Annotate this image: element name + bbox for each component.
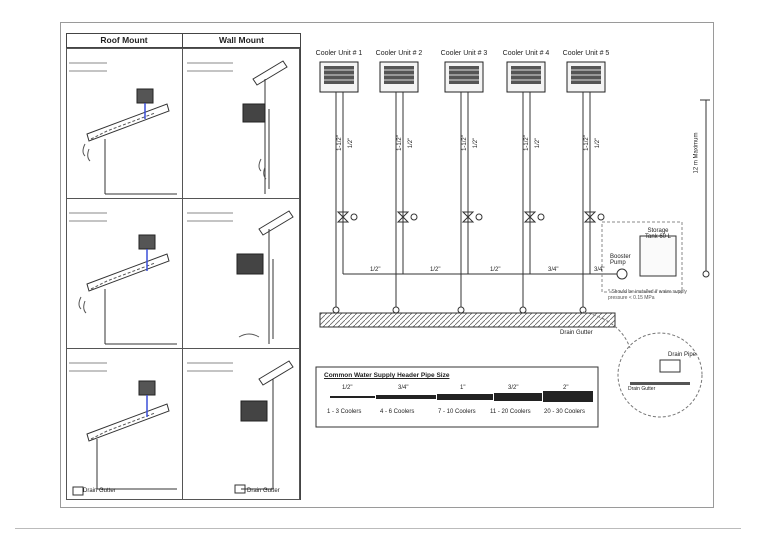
- cooler-label-3: Cooler Unit # 3: [440, 50, 488, 57]
- wall-mount-title: Wall Mount: [182, 33, 300, 48]
- drain-pipe-icon: [659, 359, 681, 373]
- table-range-5: 20 - 30 Coolers: [544, 409, 586, 415]
- roof-mount-detail-3: Drain Gutter: [66, 348, 183, 500]
- roof-mount-drawing-1: [69, 62, 177, 195]
- riser-label-a: 1-1/2": [336, 135, 343, 151]
- roof-mount-drawing-2: [69, 212, 177, 345]
- riser-label-b: 1/2": [595, 137, 602, 149]
- pipe-size-table-title: Common Water Supply Header Pipe Size: [324, 372, 450, 379]
- detail-drain-pipe-label: Drain Pipe: [668, 352, 697, 358]
- riser-pipes: [335, 92, 591, 310]
- drain-gutter-label-roof: Drain Gutter: [83, 488, 116, 494]
- cooler-label-1: Cooler Unit # 1: [315, 50, 363, 57]
- header-seg-2: 1/2": [430, 267, 441, 273]
- riser-label-a: 1-1/2": [523, 135, 530, 151]
- table-size-2: 3/4": [398, 385, 409, 391]
- cooler-unit-2-icon: [379, 61, 419, 93]
- table-range-1: 1 - 3 Coolers: [327, 409, 362, 415]
- table-size-5: 2": [563, 385, 569, 391]
- cooler-unit-1-icon: [319, 61, 359, 93]
- header-seg-4: 3/4": [548, 267, 559, 273]
- wall-mount-drawing-2: [187, 210, 294, 344]
- header-seg-3: 1/2": [490, 267, 501, 273]
- roof-mount-drawing-3: [69, 362, 177, 496]
- table-range-2: 4 - 6 Coolers: [380, 409, 415, 415]
- table-size-3: 1": [460, 385, 466, 391]
- wall-mount-detail-3: Drain Gutter: [182, 348, 300, 500]
- booster-pump-label: Booster Pump: [610, 254, 631, 266]
- roof-mount-detail-2: [66, 198, 183, 350]
- riser-label-b: 1/2": [535, 137, 542, 149]
- max-height-label: 12 m Maximum: [693, 132, 700, 174]
- cooler-label-2: Cooler Unit # 2: [375, 50, 423, 57]
- cooler-unit-3-icon: [444, 61, 484, 93]
- wall-mount-detail-2: [182, 198, 300, 350]
- storage-tank-icon: [639, 235, 677, 277]
- cooler-unit-4-icon: [506, 61, 546, 93]
- cooler-unit-5-icon: [566, 61, 606, 93]
- table-size-4: 3/2": [508, 385, 519, 391]
- header-seg-1: 1/2": [370, 267, 381, 273]
- drain-gutter-label: Drain Gutter: [560, 330, 593, 336]
- drain-gutter-bar: [319, 312, 616, 328]
- drain-gutter-label-wall: Drain Gutter: [247, 488, 280, 494]
- detail-drain-gutter-label: Drain Gutter: [628, 386, 656, 392]
- water-supply-schematic: [315, 61, 710, 428]
- storage-tank-box: [601, 221, 683, 293]
- wall-mount-detail-1: [182, 48, 300, 200]
- riser-label-b: 1/2": [473, 137, 480, 149]
- table-range-4: 11 - 20 Coolers: [490, 409, 531, 415]
- valves: [336, 211, 605, 223]
- table-range-3: 7 - 10 Coolers: [438, 409, 476, 415]
- riser-label-b: 1/2": [408, 137, 415, 149]
- page-divider: [15, 528, 741, 529]
- wall-mount-drawing-3: [187, 360, 294, 494]
- cooler-label-4: Cooler Unit # 4: [502, 50, 550, 57]
- booster-pump-icon: [616, 268, 628, 280]
- booster-note: * Should be installed if water supply pr…: [608, 289, 687, 301]
- drain-points: [332, 306, 587, 314]
- roof-mount-detail-1: [66, 48, 183, 200]
- header-seg-5: 3/4": [594, 267, 605, 273]
- riser-label-a: 1-1/2": [396, 135, 403, 151]
- riser-label-a: 1-1/2": [461, 135, 468, 151]
- wall-mount-drawing-1: [187, 60, 288, 194]
- table-size-1: 1/2": [342, 385, 353, 391]
- storage-tank-label: Storage Tank 60 L: [644, 228, 672, 240]
- roof-mount-title: Roof Mount: [66, 33, 182, 48]
- riser-label-a: 1-1/2": [583, 135, 590, 151]
- riser-label-b: 1/2": [348, 137, 355, 149]
- drain-detail-circle: [617, 332, 703, 418]
- cooler-label-5: Cooler Unit # 5: [562, 50, 610, 57]
